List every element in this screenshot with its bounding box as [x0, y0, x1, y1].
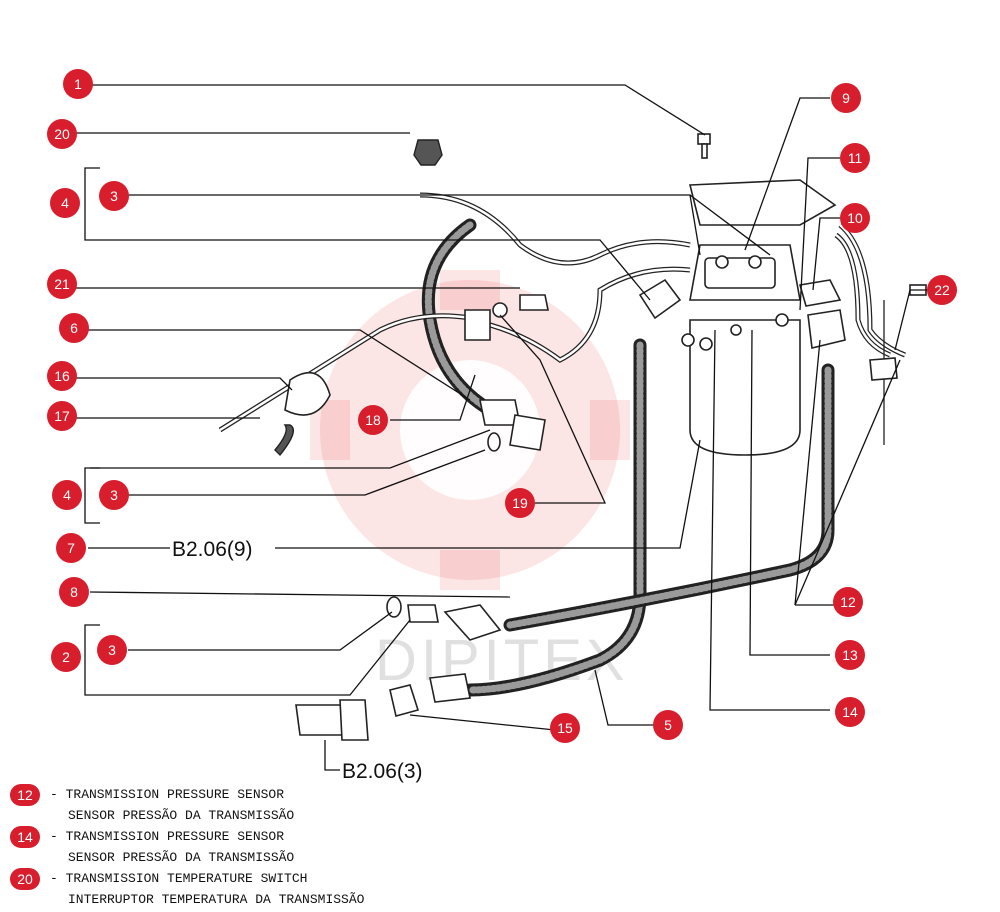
callout-22: 22	[927, 275, 957, 305]
callout-9-number: 9	[842, 90, 850, 106]
legend-item: 14 - TRANSMISSION PRESSURE SENSOR SENSOR…	[10, 826, 610, 868]
callout-22-number: 22	[934, 282, 950, 298]
hoses	[421, 218, 835, 697]
callout-5-number: 5	[664, 717, 672, 733]
callout-15: 15	[550, 713, 580, 743]
callout-4-top: 4	[50, 188, 80, 218]
callout-17: 17	[47, 401, 77, 431]
callout-4-top-number: 4	[61, 195, 69, 211]
callout-1-number: 1	[74, 76, 82, 92]
callout-10: 10	[840, 203, 870, 233]
callout-6: 6	[59, 313, 89, 343]
callout-10-number: 10	[847, 210, 863, 226]
legend-portuguese: SENSOR PRESSÃO DA TRANSMISSÃO	[68, 808, 295, 823]
callout-8-number: 8	[70, 584, 78, 600]
callout-20-number: 20	[54, 126, 70, 142]
callout-16: 16	[47, 361, 77, 391]
callout-16-number: 16	[54, 368, 70, 384]
callout-2: 2	[51, 642, 81, 672]
callout-11-number: 11	[848, 150, 863, 166]
callout-7: 7	[56, 533, 86, 563]
callout-8: 8	[59, 577, 89, 607]
callout-19-number: 19	[512, 495, 528, 511]
callout-3-middle-number: 3	[110, 487, 118, 503]
callout-15-number: 15	[557, 720, 573, 736]
callout-3-bottom: 3	[97, 635, 127, 665]
callout-4-middle-number: 4	[63, 487, 71, 503]
legend-badge: 20	[10, 868, 40, 890]
callout-21: 21	[47, 269, 77, 299]
callout-18: 18	[358, 405, 388, 435]
callout-12: 12	[833, 587, 863, 617]
legend-english: - TRANSMISSION TEMPERATURE SWITCH	[50, 871, 308, 886]
callout-7-number: 7	[67, 540, 75, 556]
callout-5: 5	[653, 710, 683, 740]
callout-1: 1	[63, 69, 93, 99]
callout-3-bottom-number: 3	[108, 642, 116, 658]
legend: 12 - TRANSMISSION PRESSURE SENSOR SENSOR…	[10, 784, 610, 910]
callout-19: 19	[505, 488, 535, 518]
callout-14-number: 14	[842, 704, 858, 720]
reference-label-top: B2.06(9)	[172, 538, 253, 561]
filter-assembly	[681, 133, 846, 456]
watermark: DIPITEX	[310, 270, 630, 693]
leader-lines	[75, 84, 932, 771]
fittings	[274, 139, 927, 741]
callout-11: 11	[840, 143, 870, 173]
callout-2-number: 2	[62, 649, 70, 665]
callout-3-top-number: 3	[110, 188, 118, 204]
callout-6-number: 6	[70, 320, 78, 336]
legend-badge: 12	[10, 784, 40, 806]
callout-17-number: 17	[54, 408, 70, 424]
callout-20: 20	[47, 119, 77, 149]
callout-12-number: 12	[840, 594, 856, 610]
legend-item: 20 - TRANSMISSION TEMPERATURE SWITCH INT…	[10, 868, 610, 910]
callout-3-middle: 3	[99, 480, 129, 510]
legend-badge: 14	[10, 826, 40, 848]
callout-18-number: 18	[365, 412, 381, 428]
reference-label-bottom: B2.06(3)	[342, 760, 423, 783]
legend-portuguese: INTERRUPTOR TEMPERATURA DA TRANSMISSÃO	[68, 892, 365, 907]
callout-13-number: 13	[842, 647, 858, 663]
callout-21-number: 21	[54, 276, 70, 292]
callout-4-middle: 4	[52, 480, 82, 510]
legend-item: 12 - TRANSMISSION PRESSURE SENSOR SENSOR…	[10, 784, 610, 826]
legend-english: - TRANSMISSION PRESSURE SENSOR	[50, 787, 285, 802]
callout-14: 14	[835, 697, 865, 727]
callout-13: 13	[835, 640, 865, 670]
legend-portuguese: SENSOR PRESSÃO DA TRANSMISSÃO	[68, 850, 295, 865]
callout-9: 9	[831, 83, 861, 113]
legend-english: - TRANSMISSION PRESSURE SENSOR	[50, 829, 285, 844]
callout-3-top: 3	[99, 181, 129, 211]
